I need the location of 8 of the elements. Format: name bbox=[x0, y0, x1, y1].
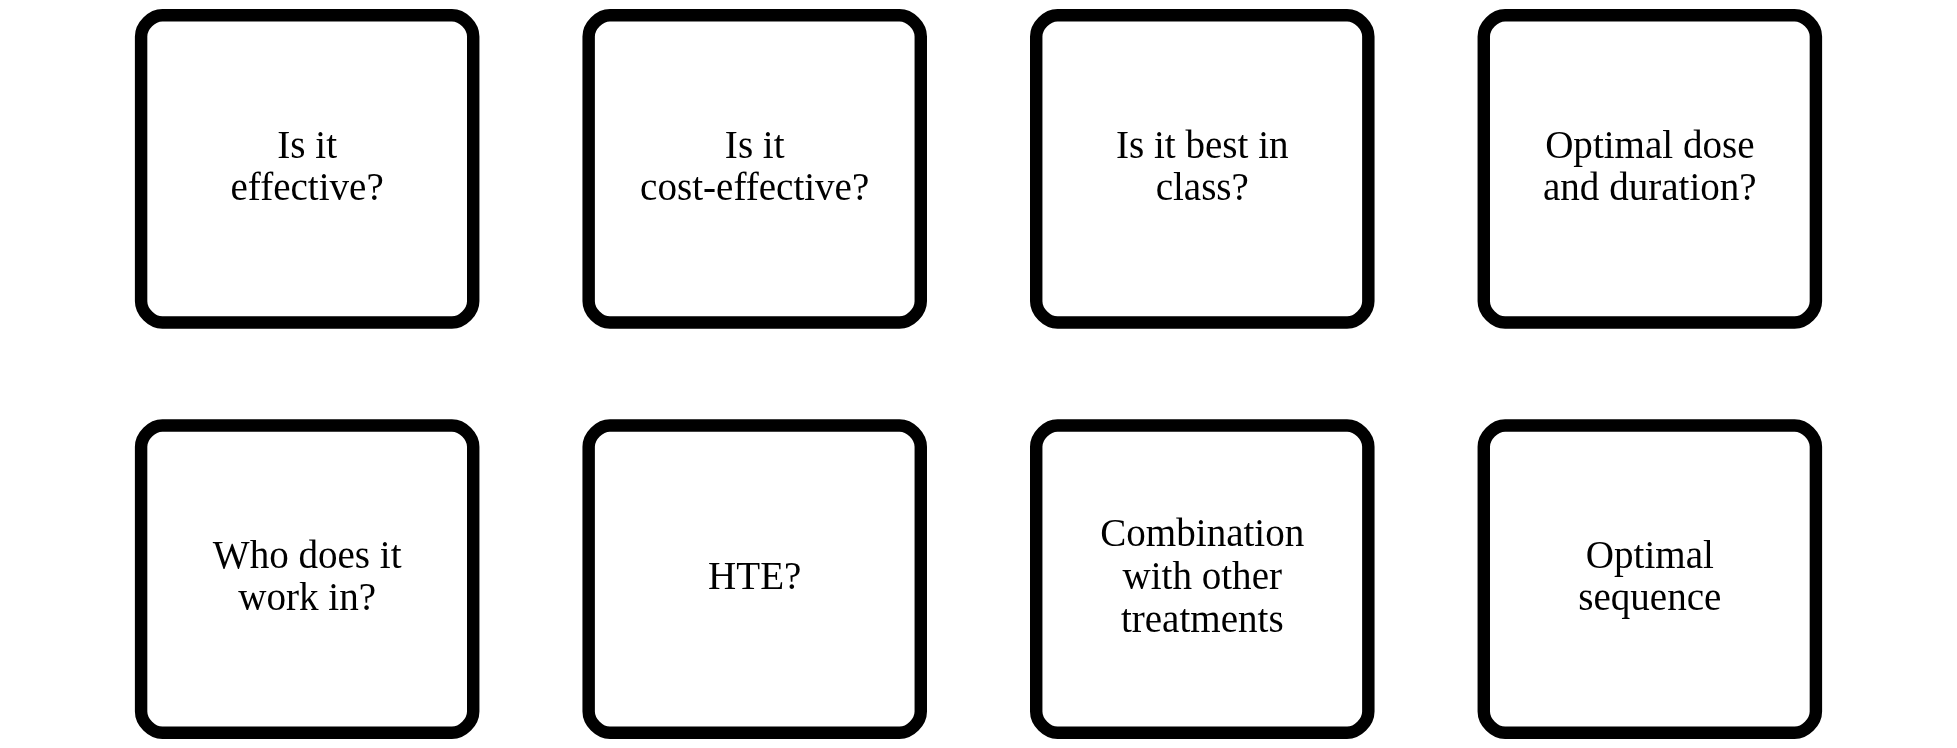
node-box: Optimal dose and duration? bbox=[1477, 9, 1823, 329]
node-box: Combination with other treatments bbox=[1030, 419, 1375, 739]
node-box: Optimal sequence bbox=[1477, 419, 1823, 739]
node-box: Is it effective? bbox=[134, 9, 480, 329]
node-box: HTE? bbox=[582, 419, 927, 739]
node-box: Who does it work in? bbox=[134, 419, 480, 739]
node-box: Is it best in class? bbox=[1030, 9, 1375, 329]
node-box: Is it cost-effective? bbox=[582, 9, 927, 329]
